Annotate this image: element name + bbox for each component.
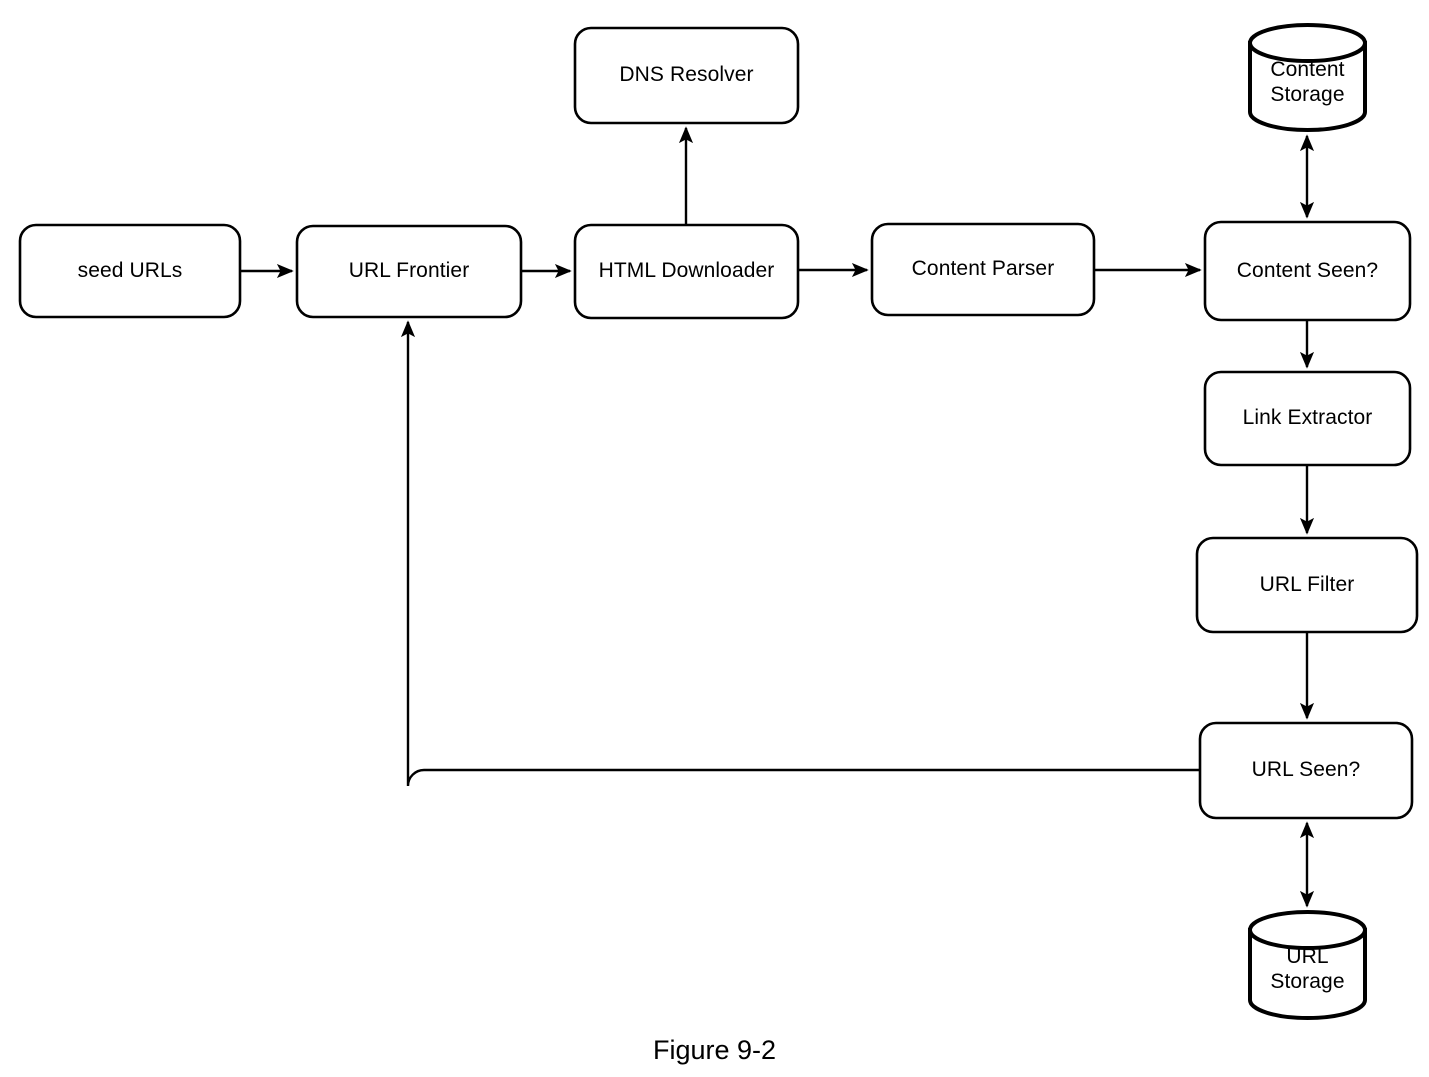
node-shape-url-seen[interactable] bbox=[1198, 721, 1414, 820]
node-shape-content-storage[interactable] bbox=[1248, 23, 1367, 132]
node-shape-dns-resolver[interactable] bbox=[573, 26, 800, 125]
node-shape-seed-urls[interactable] bbox=[18, 223, 242, 319]
node-shape-content-seen[interactable] bbox=[1203, 220, 1412, 322]
node-shape-link-extractor[interactable] bbox=[1203, 370, 1412, 467]
node-shape-url-storage[interactable] bbox=[1248, 910, 1367, 1020]
node-shape-content-parser[interactable] bbox=[870, 222, 1096, 317]
node-shape-html-downloader[interactable] bbox=[573, 223, 800, 320]
edge-url-seen-to-url-frontier bbox=[400, 320, 1200, 787]
node-shape-url-filter[interactable] bbox=[1195, 536, 1419, 634]
figure-caption: Figure 9-2 bbox=[652, 1035, 777, 1065]
node-shape-url-frontier[interactable] bbox=[295, 224, 523, 319]
